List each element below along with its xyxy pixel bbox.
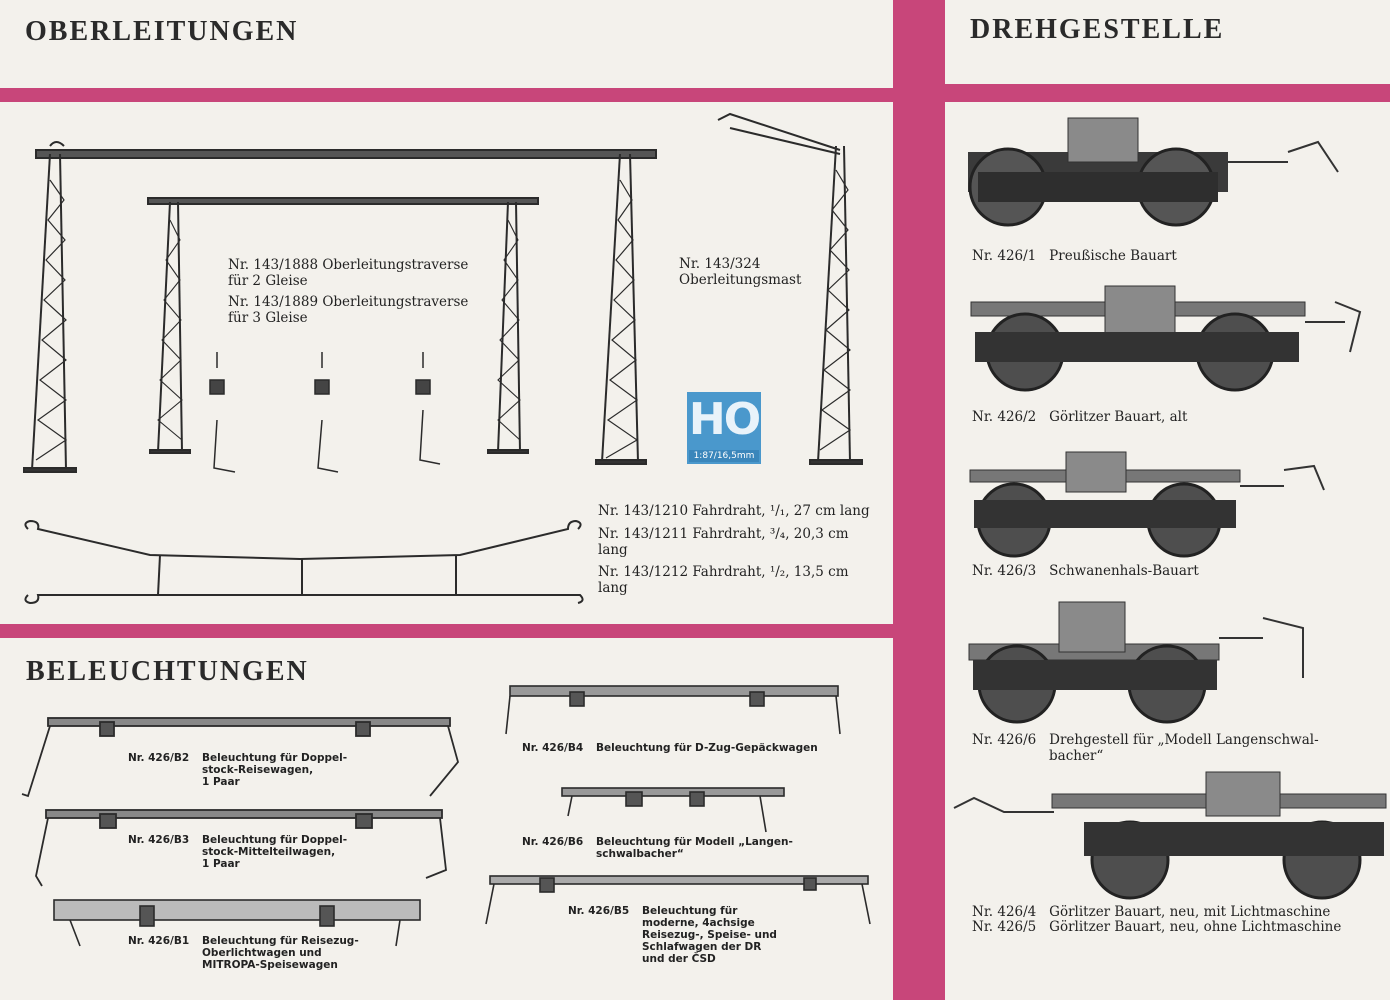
lighting-header-band [0, 624, 893, 638]
lighting-strip-b5-illustration [485, 875, 871, 925]
caption-line: 1 Paar [202, 776, 240, 788]
caption-143-1888: Nr. 143/1888 Oberleitungstraverse für 2 … [228, 257, 468, 289]
caption-text-cont: für 3 Gleise [228, 310, 308, 326]
caption-text-cont: lang [598, 542, 628, 558]
caption-nr: Nr. 426/4 [972, 904, 1037, 920]
caption-text: Fahrdraht, ¹/₂, 13,5 cm [692, 564, 849, 580]
caption-text: Fahrdraht, ¹/₁, 27 cm lang [692, 503, 870, 519]
ho-scale-logo: HO 1:87/16,5mm [687, 392, 761, 464]
caption-text: Görlitzer Bauart, neu, mit Lichtmaschine [1049, 904, 1331, 920]
caption-text: Fahrdraht, ³/₄, 20,3 cm [692, 526, 849, 542]
caption-426-b6: Nr. 426/B6 Beleuchtung für Modell „Langen… [522, 836, 793, 860]
caption-426-5: Nr. 426/5 Görlitzer Bauart, neu, ohne Li… [972, 919, 1341, 935]
caption-line: Beleuchtung für D-Zug-Gepäckwagen [596, 742, 818, 754]
bogie-photo-426-4-5 [953, 771, 1387, 900]
caption-nr: Nr. 426/B4 [522, 742, 584, 754]
caption-426-b3: Nr. 426/B3 Beleuchtung für Doppel- stock-… [128, 834, 347, 870]
caption-nr: Nr. 143/1212 [598, 564, 689, 580]
caption-nr: Nr. 426/B5 [568, 905, 630, 917]
caption-line: Beleuchtung für [642, 905, 738, 917]
caption-line: stock-Reisewagen, [202, 764, 314, 776]
caption-143-1212: Nr. 143/1212 Fahrdraht, ¹/₂, 13,5 cm lan… [598, 564, 849, 596]
caption-nr: Nr. 426/6 [972, 732, 1037, 748]
bogie-header-band [945, 84, 1390, 100]
caption-line: Beleuchtung für Doppel- [202, 752, 348, 764]
caption-426-b2: Nr. 426/B2 Beleuchtung für Doppel- stock-… [128, 752, 347, 788]
caption-143-1210: Nr. 143/1210 Fahrdraht, ¹/₁, 27 cm lang [598, 503, 870, 519]
contact-wire-illustration [24, 519, 584, 605]
caption-text-cont: lang [598, 580, 628, 596]
caption-nr: Nr. 426/B1 [128, 935, 190, 947]
caption-text: Görlitzer Bauart, alt [1049, 409, 1188, 425]
lighting-strip-b3-illustration [35, 809, 447, 887]
ho-logo-text: HO [688, 394, 761, 445]
caption-line: Schlafwagen der DR [642, 941, 762, 953]
section-title-bogies: DREHGESTELLE [970, 14, 1225, 45]
caption-line: Oberlichtwagen und [202, 947, 322, 959]
caption-line: Beleuchtung für Reisezug- [202, 935, 359, 947]
vertical-divider-band [893, 0, 945, 1000]
bogie-photo-426-1 [968, 117, 1339, 227]
caption-426-2: Nr. 426/2 Görlitzer Bauart, alt [972, 409, 1187, 425]
section-title-lighting: BELEUCHTUNGEN [26, 656, 309, 687]
caption-426-b5: Nr. 426/B5 Beleuchtung für moderne, 4achs… [568, 905, 777, 965]
caption-426-6: Nr. 426/6 Drehgestell für „Modell Langen… [972, 732, 1319, 764]
caption-line: schwalbacher“ [596, 848, 684, 860]
caption-text-cont: bacher“ [1049, 748, 1104, 764]
caption-426-1: Nr. 426/1 Preußische Bauart [972, 248, 1177, 264]
caption-text: Drehgestell für „Modell Langenschwal- [1049, 732, 1319, 748]
caption-426-b1: Nr. 426/B1 Beleuchtung für Reisezug- Ober… [128, 935, 359, 971]
caption-line: moderne, 4achsige [642, 917, 755, 929]
caption-line: Reisezug-, Speise- und [642, 929, 777, 941]
caption-426-4: Nr. 426/4 Görlitzer Bauart, neu, mit Lic… [972, 904, 1330, 920]
lighting-strip-b1-illustration [53, 899, 421, 947]
caption-line: MITROPA-Speisewagen [202, 959, 338, 971]
section-title-overhead: OBERLEITUNGEN [25, 16, 299, 47]
caption-nr: Nr. 426/B3 [128, 834, 190, 846]
caption-nr: Nr. 426/B6 [522, 836, 584, 848]
caption-143-324: Nr. 143/324 Oberleitungsmast [679, 256, 801, 288]
caption-text: Görlitzer Bauart, neu, ohne Lichtmaschin… [1049, 919, 1342, 935]
caption-nr: Nr. 143/1889 [228, 294, 319, 310]
caption-text: Oberleitungsmast [679, 272, 802, 288]
mast-left [31, 153, 67, 471]
caption-nr: Nr. 426/1 [972, 248, 1037, 264]
lighting-strip-b6-illustration [561, 787, 785, 833]
caption-nr: Nr. 143/1211 [598, 526, 689, 542]
caption-nr: Nr. 426/B2 [128, 752, 190, 764]
caption-line: stock-Mittelteilwagen, [202, 846, 336, 858]
caption-line: Beleuchtung für Modell „Langen- [596, 836, 793, 848]
caption-nr: Nr. 426/5 [972, 919, 1037, 935]
caption-nr: Nr. 143/1210 [598, 503, 689, 519]
bogie-photo-426-2 [970, 285, 1362, 392]
bogie-photo-426-3 [969, 451, 1325, 558]
caption-426-b4: Nr. 426/B4 Beleuchtung für D-Zug-Gepäckwa… [522, 742, 818, 754]
ho-logo-scale: 1:87/16,5mm [689, 450, 759, 462]
caption-text: Oberleitungstraverse [322, 294, 469, 310]
caption-143-1889: Nr. 143/1889 Oberleitungstraverse für 3 … [228, 294, 468, 326]
caption-text: Oberleitungstraverse [322, 257, 469, 273]
caption-line: Beleuchtung für Doppel- [202, 834, 348, 846]
caption-text: Schwanenhals-Bauart [1049, 563, 1199, 579]
caption-nr: Nr. 143/324 [679, 256, 761, 272]
bogie-photo-426-6 [968, 601, 1304, 724]
caption-text-cont: für 2 Gleise [228, 273, 308, 289]
caption-426-3: Nr. 426/3 Schwanenhals-Bauart [972, 563, 1199, 579]
overhead-mast-illustration [717, 112, 863, 465]
caption-text: Preußische Bauart [1049, 248, 1177, 264]
caption-143-1211: Nr. 143/1211 Fahrdraht, ³/₄, 20,3 cm lan… [598, 526, 849, 558]
caption-line: und der ČSD [642, 953, 716, 965]
caption-nr: Nr. 426/2 [972, 409, 1037, 425]
caption-line: 1 Paar [202, 858, 240, 870]
caption-nr: Nr. 143/1888 [228, 257, 319, 273]
caption-nr: Nr. 426/3 [972, 563, 1037, 579]
lighting-strip-b4-illustration [505, 685, 841, 735]
lighting-strip-b2-illustration [21, 717, 459, 798]
overhead-traverse-illustration [23, 141, 657, 473]
